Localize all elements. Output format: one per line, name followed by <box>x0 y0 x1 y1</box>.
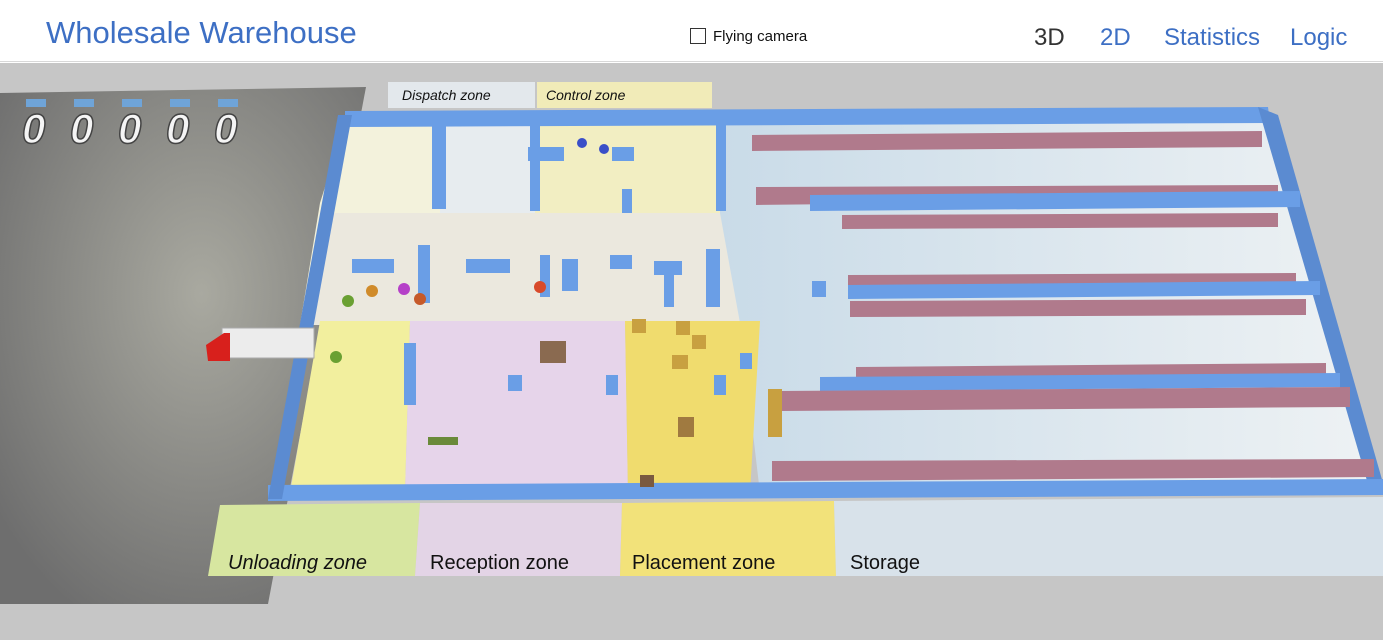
worker <box>428 437 458 445</box>
unloading-zone-label: Unloading zone <box>228 552 367 574</box>
shelf <box>842 213 1278 229</box>
partition <box>740 353 752 369</box>
nav-2d-link[interactable]: 2D <box>1100 24 1131 51</box>
counter-cap <box>26 99 46 107</box>
shelf <box>772 459 1374 481</box>
reception-zone-label: Reception zone <box>430 552 569 574</box>
worker <box>330 351 342 363</box>
counters: 0 0 0 0 0 <box>21 99 238 153</box>
unloading-floor <box>290 321 410 493</box>
partition <box>606 375 618 395</box>
worker <box>366 285 378 297</box>
partition <box>654 261 682 275</box>
worker <box>414 293 426 305</box>
placement-zone-tab <box>620 501 836 576</box>
partition <box>716 123 726 211</box>
partition <box>466 259 510 273</box>
counter-2: 0 <box>70 105 93 152</box>
control-zone-label: Control zone <box>546 87 626 103</box>
workers <box>330 138 782 487</box>
storage-shelves <box>752 131 1374 481</box>
shelf <box>780 387 1350 411</box>
shelf-rail <box>820 373 1340 391</box>
counter-cap <box>122 99 142 107</box>
dispatch-floor <box>440 123 535 213</box>
unloading-zone-tab <box>208 503 420 576</box>
counter-3: 0 <box>118 105 141 152</box>
partition <box>812 281 826 297</box>
shelf-rail <box>810 191 1300 211</box>
dispatch-zone-label: Dispatch zone <box>402 87 491 103</box>
placement-zone-label: Placement zone <box>632 552 775 574</box>
flying-camera-toggle[interactable]: Flying camera <box>690 26 807 46</box>
top-bar: Wholesale Warehouse Flying camera 3D 2D … <box>0 0 1383 62</box>
partition <box>508 375 522 391</box>
wall-left <box>268 115 352 499</box>
delivery-truck <box>206 327 315 361</box>
shelf <box>752 131 1262 151</box>
partition <box>528 147 564 161</box>
reception-floor <box>405 321 628 493</box>
worker <box>534 281 546 293</box>
partition <box>530 123 540 211</box>
counter-cap <box>218 99 238 107</box>
shelf-rail <box>848 281 1320 299</box>
interior-walls <box>352 115 826 405</box>
worker <box>398 283 410 295</box>
forklift <box>692 335 706 349</box>
counter-cap <box>170 99 190 107</box>
wall-bottom <box>268 479 1383 501</box>
forklift <box>678 417 694 437</box>
partition <box>612 147 634 161</box>
pallet <box>640 475 654 487</box>
storage-zone-tab <box>834 497 1383 576</box>
partition <box>622 189 632 213</box>
partition <box>432 115 446 209</box>
partition <box>418 245 430 303</box>
partition <box>706 249 720 307</box>
worker <box>342 295 354 307</box>
partition <box>404 343 416 405</box>
shelf <box>850 299 1306 317</box>
worker <box>577 138 587 148</box>
forklift <box>768 389 782 437</box>
warehouse-3d-viewport[interactable]: 0 0 0 0 0 Dispatch zone Control zone Unl… <box>0 63 1383 640</box>
truck-trailer <box>221 327 315 359</box>
counter-5: 0 <box>214 105 237 152</box>
partition <box>352 259 394 273</box>
placement-floor <box>625 321 760 493</box>
flying-camera-checkbox[interactable] <box>690 28 706 44</box>
partition <box>562 259 578 291</box>
counter-cap <box>74 99 94 107</box>
dispatch-zone-tab <box>388 82 535 108</box>
nav-logic-link[interactable]: Logic <box>1290 24 1348 51</box>
app-title: Wholesale Warehouse <box>46 15 357 50</box>
nav-statistics-link[interactable]: Statistics <box>1164 24 1261 51</box>
partition <box>714 375 726 395</box>
reception-zone-tab <box>415 503 622 576</box>
partition <box>610 255 632 269</box>
partition <box>664 269 674 307</box>
storage-zone-label: Storage <box>850 552 920 574</box>
forklift <box>632 319 646 333</box>
truck-cab <box>206 333 230 361</box>
counter-4: 0 <box>166 105 189 152</box>
counter-1: 0 <box>22 105 45 152</box>
forklift <box>676 321 690 335</box>
worker <box>599 144 609 154</box>
warehouse-scene: 0 0 0 0 0 Dispatch zone Control zone Unl… <box>0 82 1383 604</box>
flying-camera-label: Flying camera <box>713 27 808 45</box>
control-zone-tab <box>537 82 712 108</box>
forklift <box>540 341 566 363</box>
nav-3d-link[interactable]: 3D <box>1034 24 1065 51</box>
wall-top <box>345 107 1270 127</box>
partition <box>540 255 550 297</box>
forklift <box>672 355 688 369</box>
